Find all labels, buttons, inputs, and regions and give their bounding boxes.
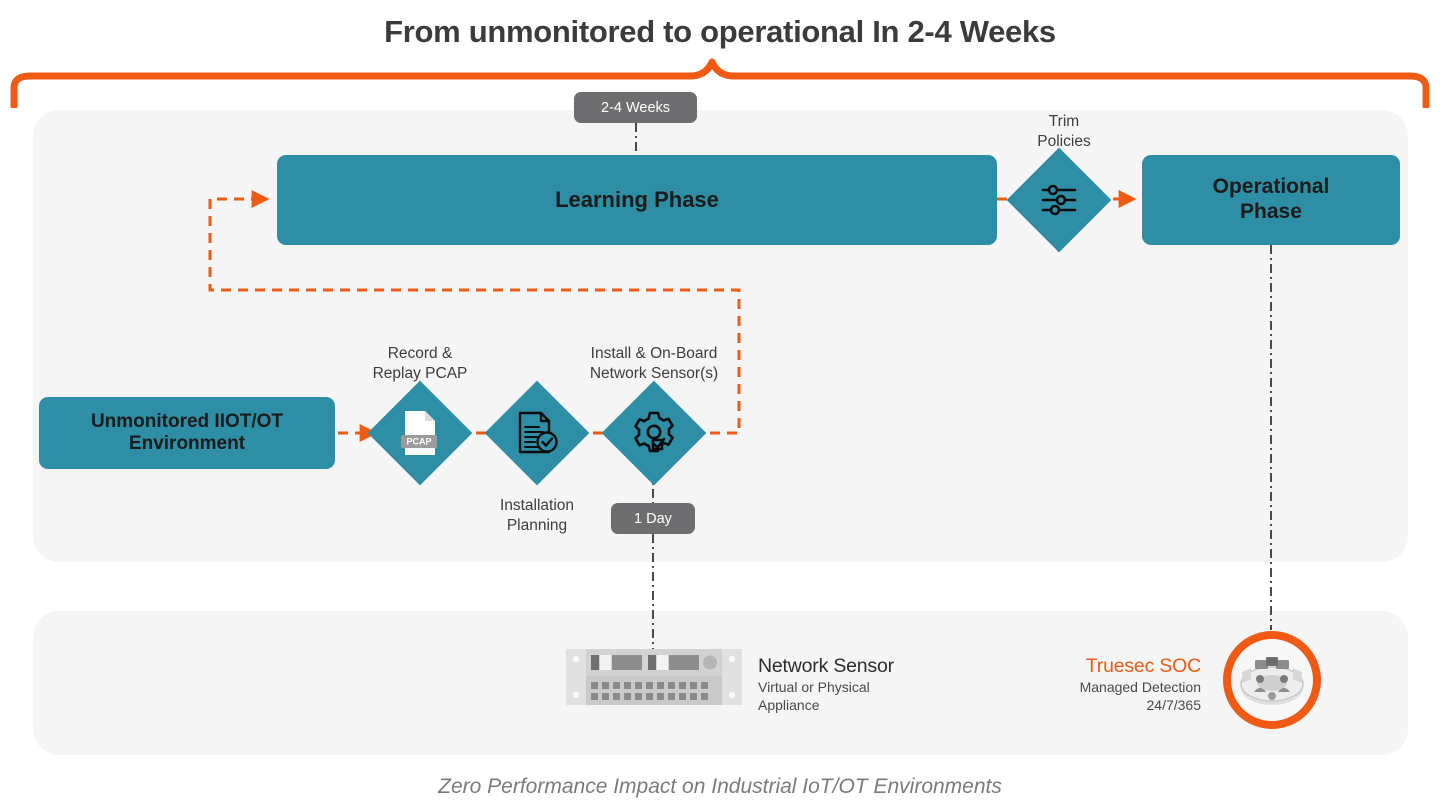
node-record-replay-pcap[interactable]: PCAP: [367, 380, 473, 486]
gear-check-icon: [631, 410, 677, 456]
box-operational-phase[interactable]: Operational Phase: [1142, 155, 1400, 245]
legend-network-sensor-subtitle: Virtual or Physical Appliance: [758, 679, 870, 714]
soc-room-icon: [1223, 631, 1321, 729]
node-trim-policies[interactable]: [1006, 147, 1112, 253]
box-learning-phase[interactable]: Learning Phase: [277, 155, 997, 245]
pcap-file-icon: PCAP: [399, 409, 441, 457]
page-title: From unmonitored to operational In 2-4 W…: [384, 14, 1056, 49]
legend-network-sensor-title: Network Sensor: [758, 655, 894, 677]
badge-duration-weeks: 2-4 Weeks: [574, 92, 697, 123]
legend-truesec-soc: Truesec SOC Managed Detection 24/7/365: [1005, 655, 1202, 715]
legend-truesec-soc-title: Truesec SOC: [1085, 655, 1201, 677]
badge-duration-day: 1 Day: [611, 503, 695, 534]
svg-text:PCAP: PCAP: [406, 437, 431, 447]
document-check-icon: [515, 410, 559, 456]
legend-truesec-soc-subtitle: Managed Detection 24/7/365: [1079, 679, 1201, 714]
box-unmonitored-environment[interactable]: Unmonitored IIOT/OT Environment: [39, 397, 335, 469]
footer-caption: Zero Performance Impact on Industrial Io…: [438, 775, 1002, 798]
label-trim-policies: Trim Policies: [1037, 113, 1091, 150]
rack-appliance-icon: [566, 649, 742, 705]
label-record-replay-pcap: Record & Replay PCAP: [372, 345, 468, 382]
sliders-icon: [1039, 183, 1079, 217]
orange-brace: [10, 58, 1430, 108]
label-install-onboard-sensor: Install & On-Board Network Sensor(s): [589, 345, 719, 382]
node-install-onboard-sensor[interactable]: [601, 380, 707, 486]
node-installation-planning[interactable]: [484, 380, 590, 486]
legend-network-sensor: Network Sensor Virtual or Physical Appli…: [758, 655, 894, 715]
label-installation-planning: Installation Planning: [499, 497, 575, 534]
